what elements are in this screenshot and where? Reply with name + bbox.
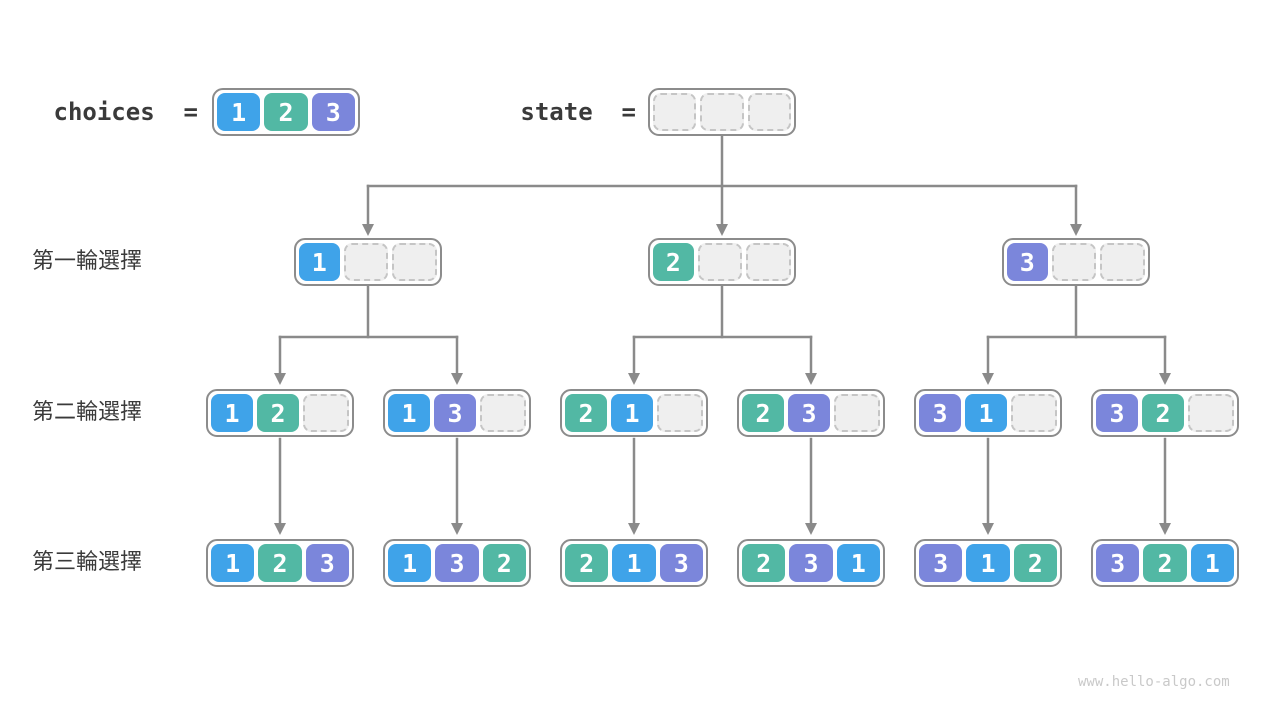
- choice-cell-2: 2: [653, 243, 694, 281]
- choice-cell-1: 1: [211, 394, 253, 432]
- choice-cell-2: 2: [482, 544, 526, 582]
- row-label-round-1: 第一輪選擇: [32, 249, 143, 274]
- empty-cell: [697, 243, 743, 281]
- empty-cell: [1100, 243, 1146, 281]
- choice-cell-2: 2: [742, 544, 786, 582]
- choice-cell-1: 1: [836, 544, 880, 582]
- choices-label: choices =: [53, 98, 199, 126]
- choice-cell-3: 3: [919, 544, 963, 582]
- choice-cell-2: 2: [1143, 544, 1187, 582]
- empty-cell: [747, 93, 791, 131]
- choice-cell-2: 2: [264, 93, 308, 131]
- choice-cell-3: 3: [311, 93, 355, 131]
- state-array: [648, 88, 796, 136]
- choice-cell-2: 2: [1013, 544, 1057, 582]
- choice-cell-3: 3: [788, 394, 830, 432]
- choice-cell-3: 3: [1007, 243, 1048, 281]
- choice-cell-2: 2: [1142, 394, 1184, 432]
- choice-cell-3: 3: [434, 394, 476, 432]
- watermark: www.hello-algo.com: [1078, 674, 1230, 690]
- choice-cell-3: 3: [789, 544, 833, 582]
- choice-cell-1: 1: [217, 93, 261, 131]
- empty-cell: [746, 243, 792, 281]
- state-node-r1-1: 1: [294, 238, 442, 286]
- choice-cell-1: 1: [611, 394, 653, 432]
- state-node-r1-2: 2: [648, 238, 796, 286]
- choice-cell-2: 2: [742, 394, 784, 432]
- state-label: state =: [520, 98, 636, 126]
- choice-cell-2: 2: [565, 544, 609, 582]
- choice-cell-2: 2: [565, 394, 607, 432]
- empty-cell: [480, 394, 526, 432]
- empty-cell: [1011, 394, 1057, 432]
- empty-cell: [1051, 243, 1097, 281]
- empty-cell: [657, 394, 703, 432]
- choice-cell-1: 1: [966, 544, 1010, 582]
- empty-cell: [343, 243, 389, 281]
- choice-cell-3: 3: [1096, 544, 1140, 582]
- choice-cell-3: 3: [435, 544, 479, 582]
- choice-cell-2: 2: [257, 394, 299, 432]
- state-node-r1-3: 3: [1002, 238, 1150, 286]
- choice-cell-1: 1: [211, 544, 255, 582]
- choice-cell-1: 1: [965, 394, 1007, 432]
- empty-cell: [303, 394, 349, 432]
- choice-cell-1: 1: [388, 544, 432, 582]
- empty-cell: [700, 93, 744, 131]
- choice-cell-1: 1: [612, 544, 656, 582]
- row-label-round-3: 第三輪選擇: [32, 550, 143, 575]
- empty-cell: [653, 93, 697, 131]
- row-label-round-2: 第二輪選擇: [32, 400, 143, 425]
- choice-cell-1: 1: [299, 243, 340, 281]
- empty-cell: [1188, 394, 1234, 432]
- empty-cell: [392, 243, 438, 281]
- choice-cell-1: 1: [388, 394, 430, 432]
- choice-cell-2: 2: [258, 544, 302, 582]
- choice-cell-3: 3: [1096, 394, 1138, 432]
- empty-cell: [834, 394, 880, 432]
- choice-cell-3: 3: [305, 544, 349, 582]
- choice-cell-3: 3: [919, 394, 961, 432]
- choice-cell-3: 3: [659, 544, 703, 582]
- choice-cell-1: 1: [1190, 544, 1234, 582]
